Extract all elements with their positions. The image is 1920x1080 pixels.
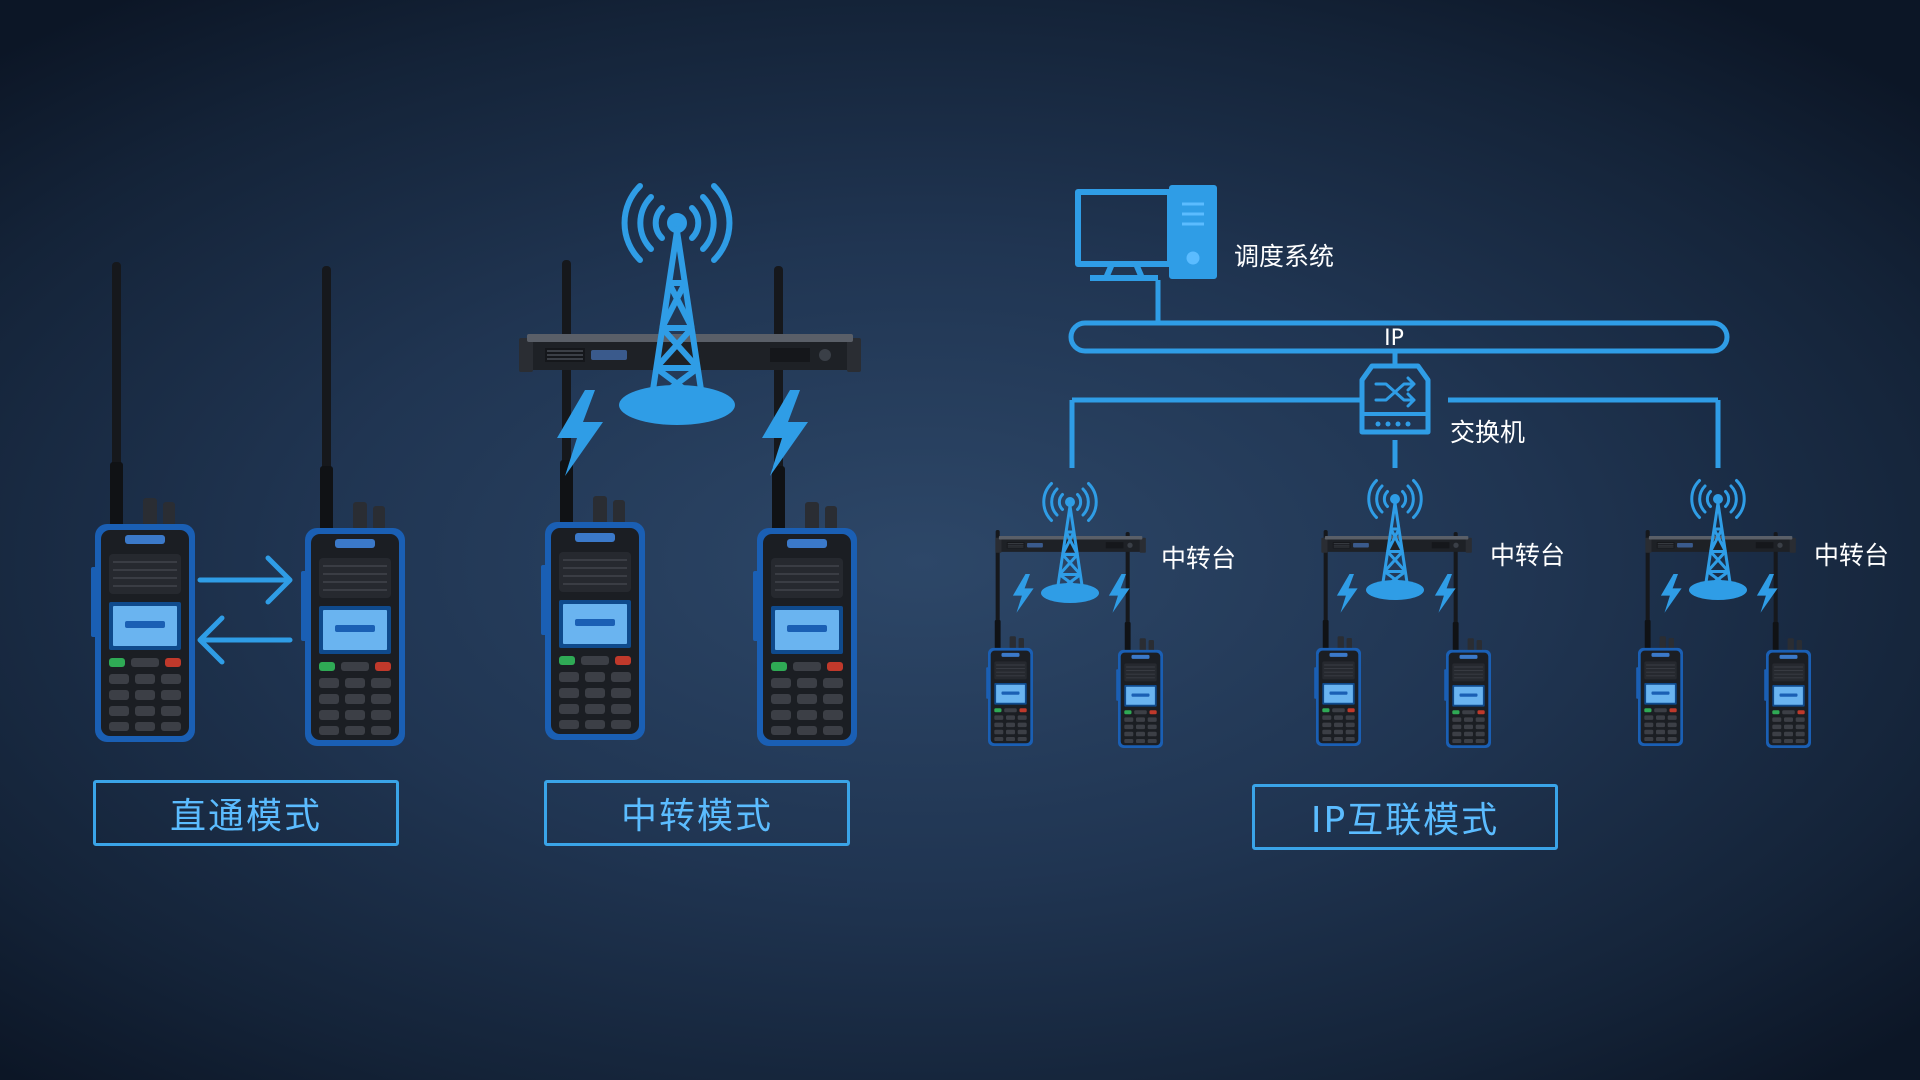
ip-mode-caption: IP互联模式 (1252, 784, 1558, 850)
two-way-arrows-icon (197, 555, 293, 665)
radio-device (1313, 529, 1362, 747)
radio-device (1763, 531, 1812, 749)
radio-device (985, 529, 1034, 747)
ip-mode-group (985, 185, 1812, 749)
direct-mode-caption: 直通模式 (93, 780, 399, 846)
dispatch-system-label: 调度系统 (1234, 242, 1335, 271)
lightning-icon (1434, 574, 1456, 613)
monitor-icon (1075, 185, 1217, 281)
radio-device (90, 261, 196, 743)
radio-device (1443, 531, 1492, 749)
repeater-label-3: 中转台 (1814, 541, 1890, 570)
repeater-cluster (1313, 479, 1492, 749)
ip-bus-label: IP (1384, 326, 1404, 351)
switch-label: 交换机 (1450, 418, 1526, 447)
repeater-label-2: 中转台 (1490, 541, 1566, 570)
network-switch-icon (1359, 363, 1431, 435)
direct-mode-group (90, 261, 406, 747)
radio-device (300, 265, 406, 747)
radio-device (1115, 531, 1164, 749)
radio-device (1635, 529, 1684, 747)
lightning-icon (1336, 574, 1358, 613)
radio-tower-icon (619, 186, 735, 425)
repeater-label-1: 中转台 (1161, 544, 1237, 573)
repeater-cluster (985, 482, 1164, 749)
repeater-mode-group (518, 186, 862, 747)
repeater-mode-caption: 中转模式 (544, 780, 850, 846)
repeater-cluster (1635, 479, 1812, 749)
lightning-icon (1012, 574, 1034, 613)
lightning-icon (762, 390, 808, 476)
lightning-icon (1660, 574, 1682, 613)
radio-device (540, 259, 646, 741)
